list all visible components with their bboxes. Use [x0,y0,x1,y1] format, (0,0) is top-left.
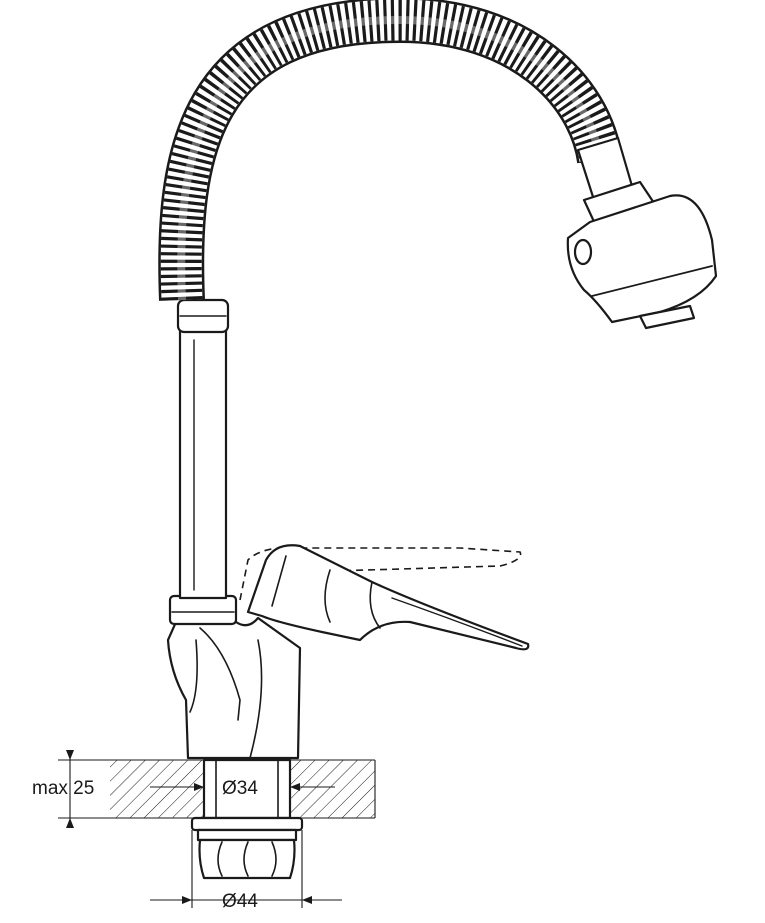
vertical-pipe [176,298,230,600]
mounting-nut [190,816,304,880]
thickness-dimension: max 25 [32,750,94,828]
lever-handle [239,544,530,651]
thickness-label: max 25 [32,778,94,799]
base-diameter-dimension: Ø44 [150,830,342,912]
flexible-hose [158,0,623,301]
base-diameter-label: Ø44 [222,891,258,912]
hole-diameter-dimension: Ø34 [150,778,335,799]
mounting-shank [202,758,292,820]
hole-diameter-label: Ø34 [222,778,258,799]
countertop-section [58,759,376,819]
faucet-body [166,594,302,760]
spray-head [566,136,718,330]
